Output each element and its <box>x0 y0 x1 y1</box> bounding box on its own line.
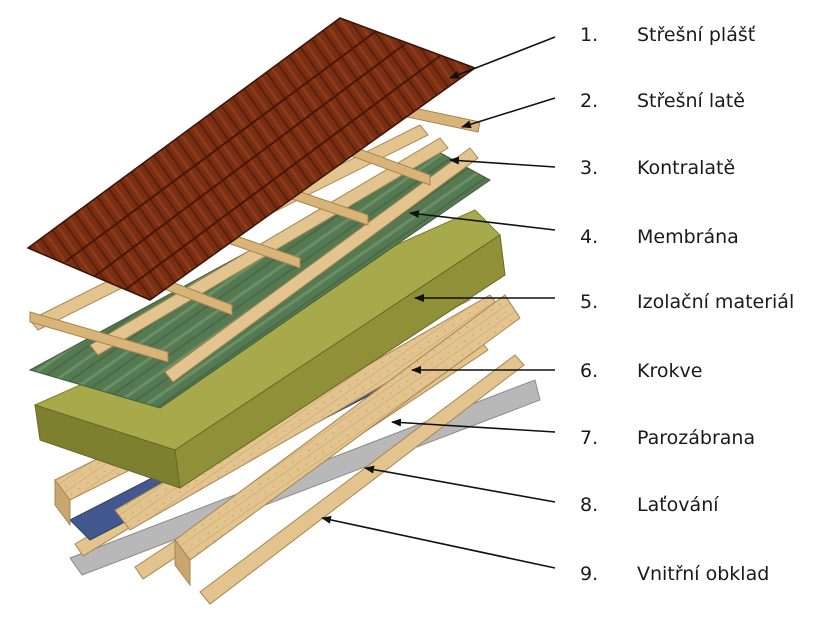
legend-label: Laťování <box>637 494 719 516</box>
legend-label: Izolační materiál <box>637 291 795 313</box>
legend-number: 9. <box>580 563 599 585</box>
legend-label: Střešní latě <box>637 90 745 112</box>
legend-label: Krokve <box>637 360 703 382</box>
leader-arrows <box>321 36 556 569</box>
legend-number: 7. <box>580 427 599 449</box>
legend-label: Vnitřní obklad <box>637 563 770 585</box>
legend-number: 2. <box>580 90 599 112</box>
legend-number: 3. <box>580 157 599 179</box>
legend-number: 6. <box>580 360 599 382</box>
legend-number: 8. <box>580 494 599 516</box>
legend-label: Membrána <box>637 226 739 248</box>
legend-label: Kontralatě <box>637 157 736 179</box>
legend-number: 1. <box>580 24 599 46</box>
legend-number: 5. <box>580 291 599 313</box>
legend-label: Střešní plášť <box>637 24 756 46</box>
legend-number: 4. <box>580 226 599 248</box>
legend-label: Parozábrana <box>637 427 756 449</box>
